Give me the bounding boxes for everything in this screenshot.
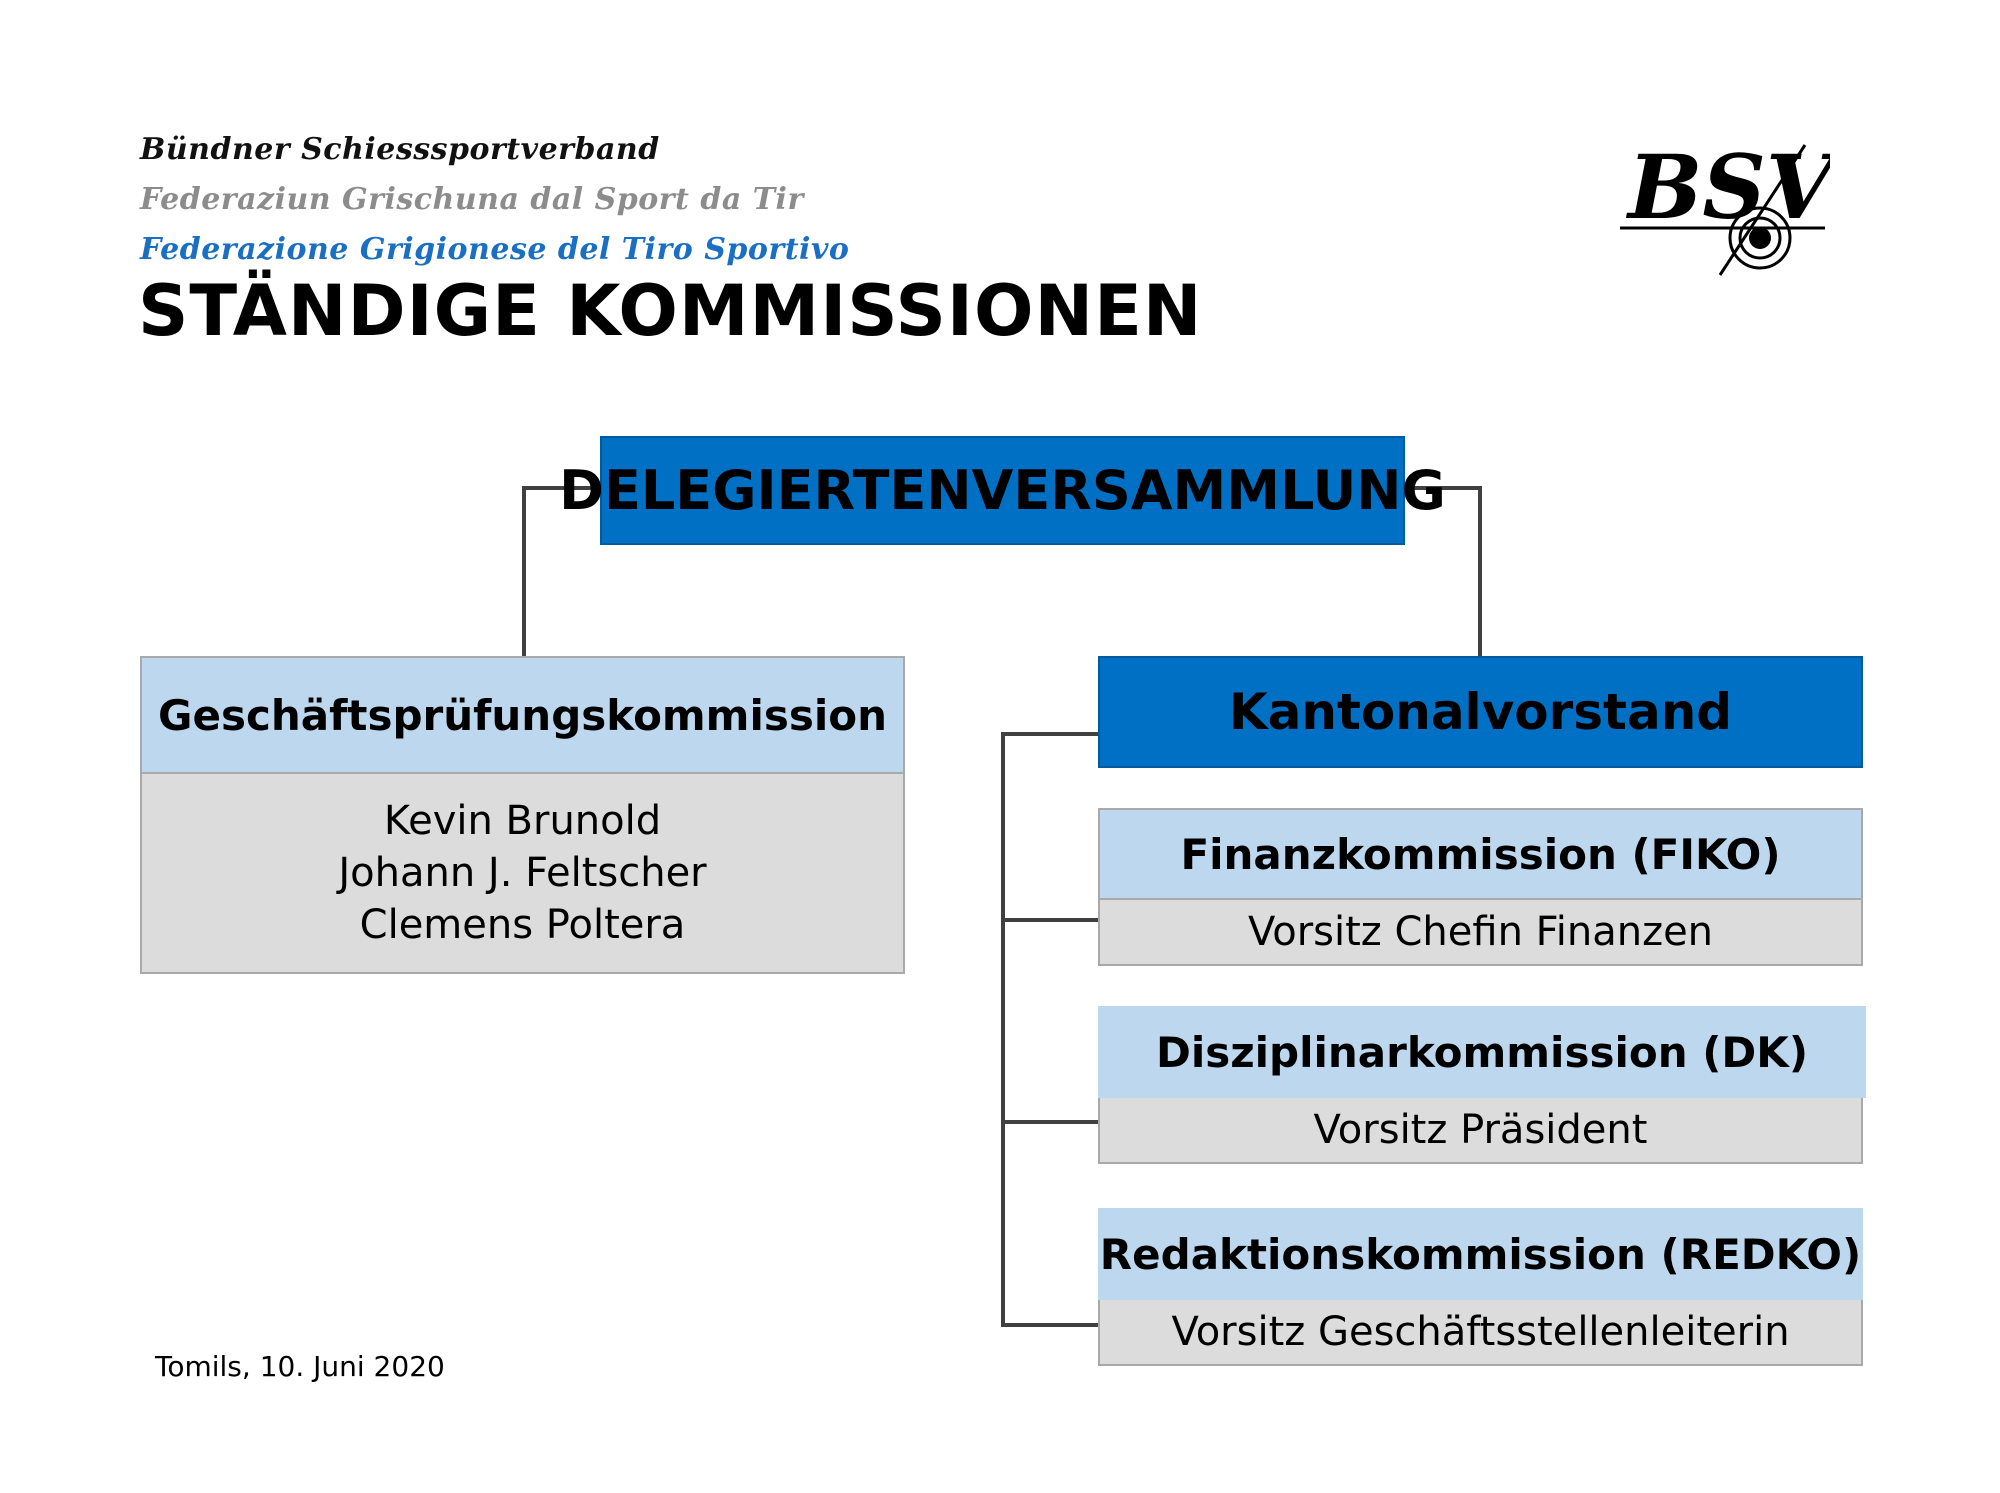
connector-root-gpk bbox=[522, 486, 600, 656]
target-crosshair-icon bbox=[1620, 144, 1825, 276]
gpk-member: Clemens Poltera bbox=[359, 902, 686, 948]
gpk-members-box: Kevin Brunold Johann J. Feltscher Clemen… bbox=[140, 774, 905, 974]
footer-date: Tomils, 10. Juni 2020 bbox=[155, 1350, 445, 1383]
redko-chair-box: Vorsitz Geschäftsstellenleiterin bbox=[1098, 1300, 1863, 1366]
redko-title-box: Redaktionskommission (REDKO) bbox=[1098, 1208, 1863, 1300]
dk-title-box: Disziplinarkommission (DK) bbox=[1098, 1006, 1866, 1098]
gpk-title-box: Geschäftsprüfungskommission bbox=[140, 656, 905, 774]
fiko-chair-box: Vorsitz Chefin Finanzen bbox=[1098, 900, 1863, 966]
gpk-member: Johann J. Feltscher bbox=[338, 850, 707, 896]
bsv-logo: BSV bbox=[1620, 140, 1830, 276]
delegiertenversammlung-box: DELEGIERTENVERSAMMLUNG bbox=[559, 436, 1446, 545]
org-name-italian: Federazione Grigionese del Tiro Sportivo bbox=[140, 232, 850, 267]
org-name-german: Bündner Schiesssportverband bbox=[140, 132, 660, 167]
connector-root-kantonal bbox=[1405, 486, 1482, 656]
dk-chair-box: Vorsitz Präsident bbox=[1098, 1098, 1863, 1164]
gpk-member: Kevin Brunold bbox=[383, 798, 662, 844]
fiko-title-box: Finanzkommission (FIKO) bbox=[1098, 808, 1863, 900]
page-title: STÄNDIGE KOMMISSIONEN bbox=[138, 270, 1203, 352]
logo-text: BSV bbox=[1625, 140, 1830, 239]
kantonalvorstand-box: Kantonalvorstand bbox=[1098, 656, 1863, 768]
org-name-romansh: Federaziun Grischuna dal Sport da Tir bbox=[140, 182, 804, 217]
